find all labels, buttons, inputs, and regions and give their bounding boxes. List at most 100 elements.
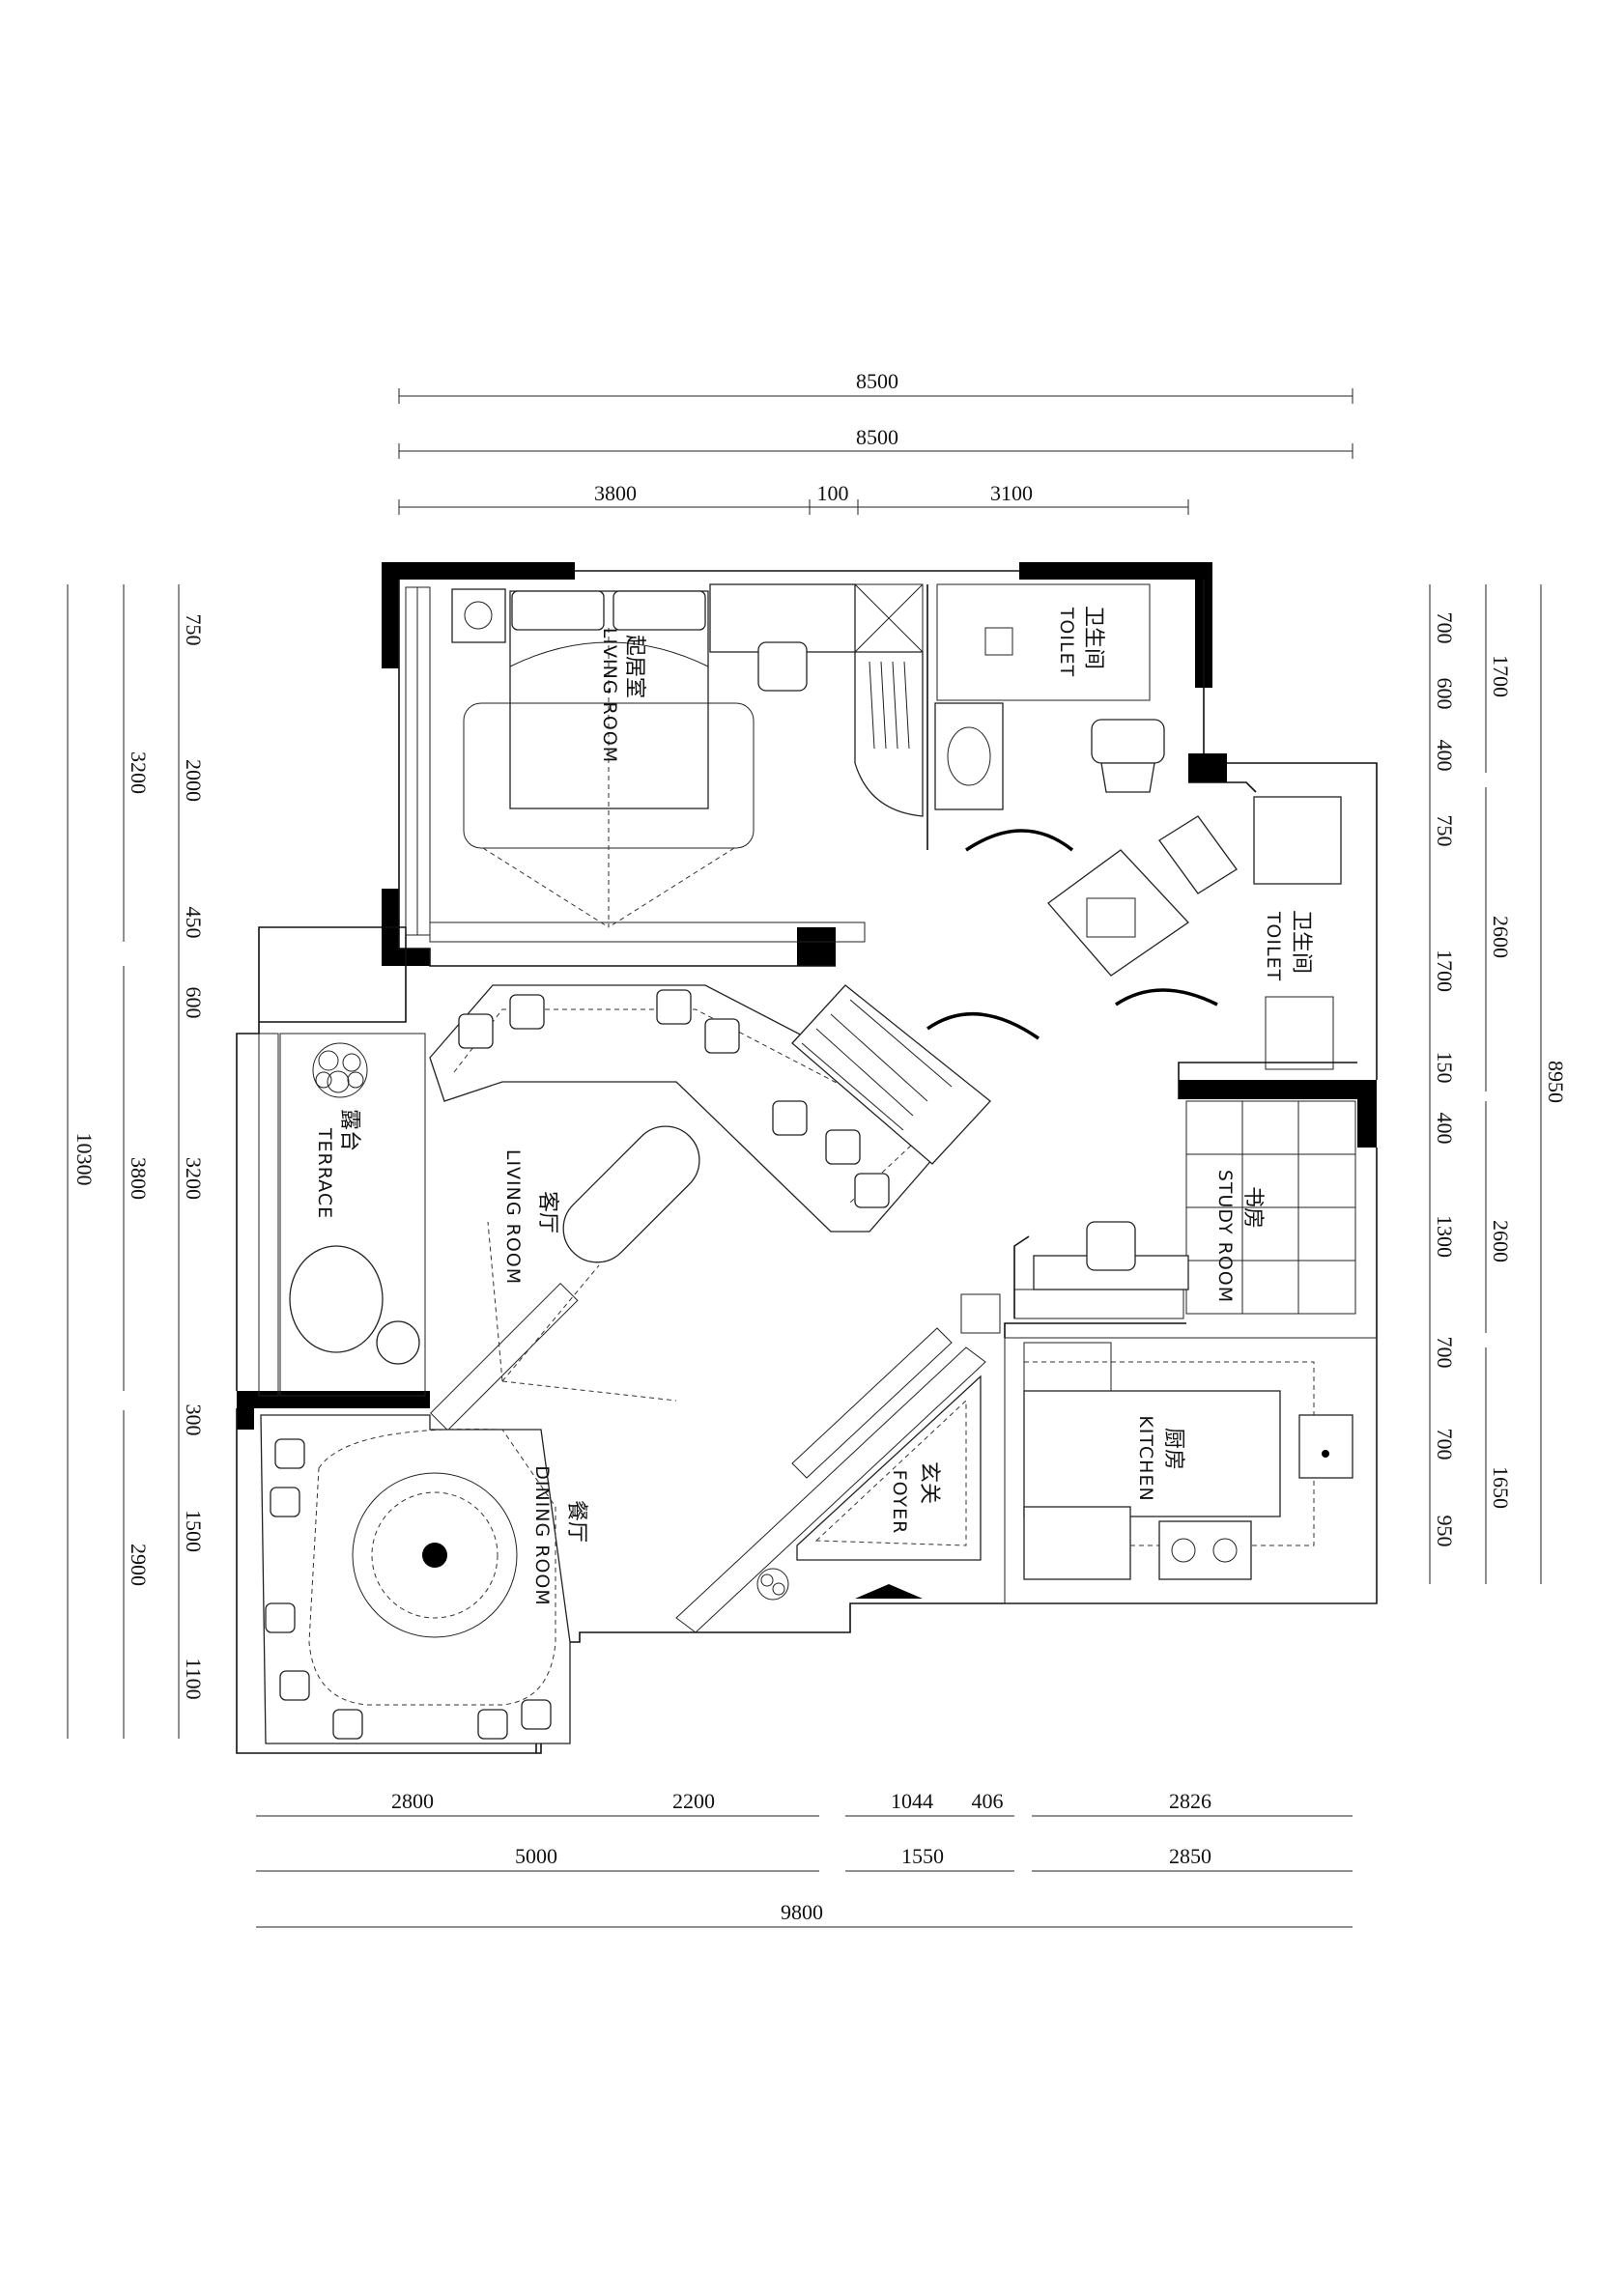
sink [1298, 1414, 1353, 1479]
sofa [429, 984, 968, 1233]
partitions [926, 584, 1357, 1338]
terrace-label-cn: 露台 [337, 1109, 361, 1151]
dim-right-in-6: 150 [1433, 1052, 1457, 1084]
shoe-cabinet [796, 1375, 982, 1561]
wardrobe [854, 651, 924, 817]
low-cabinet [1013, 1289, 1184, 1319]
foyer-label-en: FOYER [889, 1470, 910, 1535]
toilet-top-label-en: TOILET [1056, 607, 1077, 677]
dimension-right: 700 600 400 750 1700 150 400 1300 700 70… [1429, 584, 1568, 1584]
burner-icon [1171, 1538, 1196, 1563]
lounge-chair [289, 1245, 384, 1353]
terrace: 露台 TERRACE [258, 1033, 426, 1397]
vanity [1047, 849, 1189, 977]
dim-right-in-4: 750 [1433, 815, 1457, 847]
dim-bottom-1c: 1044 [891, 1789, 933, 1813]
foyer-label-cn: 玄关 [917, 1461, 941, 1504]
dim-left-in-7: 1500 [182, 1510, 206, 1552]
bookshelf [791, 984, 991, 1165]
bedroom-label-cn: 起居室 [622, 635, 646, 698]
coffee-table [562, 1125, 700, 1263]
living-label-en: LIVING ROOM [502, 1149, 524, 1285]
dimension-top: 8500 8500 3800 100 3100 [398, 369, 1353, 515]
dim-right-mid-1: 1700 [1489, 655, 1513, 697]
cushion [458, 1013, 494, 1049]
toilet-top-label-cn: 卫生间 [1081, 606, 1105, 669]
dim-left-in-4: 600 [182, 987, 206, 1019]
dim-bottom-2a: 5000 [515, 1844, 557, 1868]
cabinet [1023, 1506, 1131, 1580]
chair [757, 641, 808, 692]
drain-icon [984, 627, 1013, 656]
dim-bottom-1b: 2200 [672, 1789, 715, 1813]
dim-right-in-8: 1300 [1433, 1215, 1457, 1258]
dim-bottom-1e: 2826 [1169, 1789, 1211, 1813]
dim-left-in-8: 1100 [182, 1658, 206, 1699]
dim-bottom-3: 9800 [781, 1900, 823, 1924]
dim-right-mid-2: 2600 [1489, 916, 1513, 958]
dim-bottom-1a: 2800 [391, 1789, 434, 1813]
dim-top-3c: 3100 [990, 481, 1033, 505]
kitchen-island [1023, 1390, 1281, 1517]
dim-right-in-2: 600 [1433, 678, 1457, 710]
shower [1253, 796, 1342, 885]
terrace-label-en: TERRACE [314, 1127, 335, 1219]
bedroom: 起居室 LIVING ROOM [405, 583, 924, 943]
dim-right-outer: 8950 [1544, 1061, 1568, 1103]
dimension-left: 10300 3200 3800 2900 750 2000 450 600 32… [67, 584, 206, 1739]
dim-right-in-9: 700 [1433, 1337, 1457, 1369]
cabinet [1265, 996, 1334, 1070]
dim-right-mid-4: 1650 [1489, 1466, 1513, 1509]
walls [236, 562, 1378, 1754]
dim-bottom-2b: 1550 [901, 1844, 944, 1868]
study-room: 书房 STUDY ROOM [1013, 1100, 1356, 1319]
dim-left-in-2: 2000 [182, 759, 206, 802]
dim-bottom-2c: 2850 [1169, 1844, 1211, 1868]
burner-icon [1212, 1538, 1238, 1563]
living-label-cn: 客厅 [535, 1191, 559, 1233]
dim-top-3b: 100 [817, 481, 849, 505]
kitchen: 厨房 KITCHEN [1004, 1337, 1378, 1604]
dim-right-in-11: 950 [1433, 1516, 1457, 1547]
toilet-mid-label-en: TOILET [1263, 911, 1284, 981]
sliding-door [429, 921, 866, 943]
study-label-cn: 书房 [1240, 1186, 1265, 1229]
plant-icon [756, 1568, 789, 1601]
stove [1158, 1520, 1252, 1580]
dim-right-in-3: 400 [1433, 740, 1457, 772]
dim-left-mid-3: 2900 [127, 1544, 151, 1586]
dining-room: 餐厅 DINING ROOM [260, 1414, 588, 1744]
chair [274, 1438, 305, 1469]
dim-top-1: 8500 [856, 369, 898, 393]
dim-left-in-1: 750 [182, 614, 206, 646]
toilet-mid-label-cn: 卫生间 [1289, 910, 1313, 974]
toilet-top: 卫生间 TOILET [934, 583, 1165, 852]
desk [709, 583, 856, 653]
living-room: 客厅 LIVING ROOM [429, 984, 1040, 1431]
toilet-bowl [1091, 719, 1165, 764]
dim-left-in-6: 300 [182, 1404, 206, 1436]
dining-table [352, 1472, 518, 1638]
dim-right-mid-3: 2600 [1489, 1220, 1513, 1262]
study-chair [1086, 1221, 1136, 1271]
kitchen-label-en: KITCHEN [1135, 1415, 1156, 1501]
dining-label-cn: 餐厅 [564, 1500, 588, 1543]
side-table [451, 588, 506, 643]
dim-right-in-10: 700 [1433, 1429, 1457, 1460]
kitchen-label-cn: 厨房 [1161, 1428, 1185, 1470]
dim-right-in-1: 700 [1433, 612, 1457, 644]
dim-left-in-3: 450 [182, 907, 206, 939]
dim-bottom-1d: 406 [972, 1789, 1004, 1813]
center-light-icon [422, 1543, 447, 1568]
door-arc [965, 829, 1074, 852]
plant-icon [312, 1042, 368, 1098]
dim-top-2: 8500 [856, 425, 898, 449]
study-label-en: STUDY ROOM [1214, 1170, 1236, 1303]
dim-left-mid-1: 3200 [127, 751, 151, 794]
dining-label-en: DINING ROOM [531, 1465, 553, 1606]
entrance-marker [855, 1584, 923, 1599]
dim-right-in-7: 400 [1433, 1113, 1457, 1145]
dim-left-outer: 10300 [72, 1133, 97, 1186]
bedroom-label-en: LIVING ROOM [599, 628, 620, 763]
